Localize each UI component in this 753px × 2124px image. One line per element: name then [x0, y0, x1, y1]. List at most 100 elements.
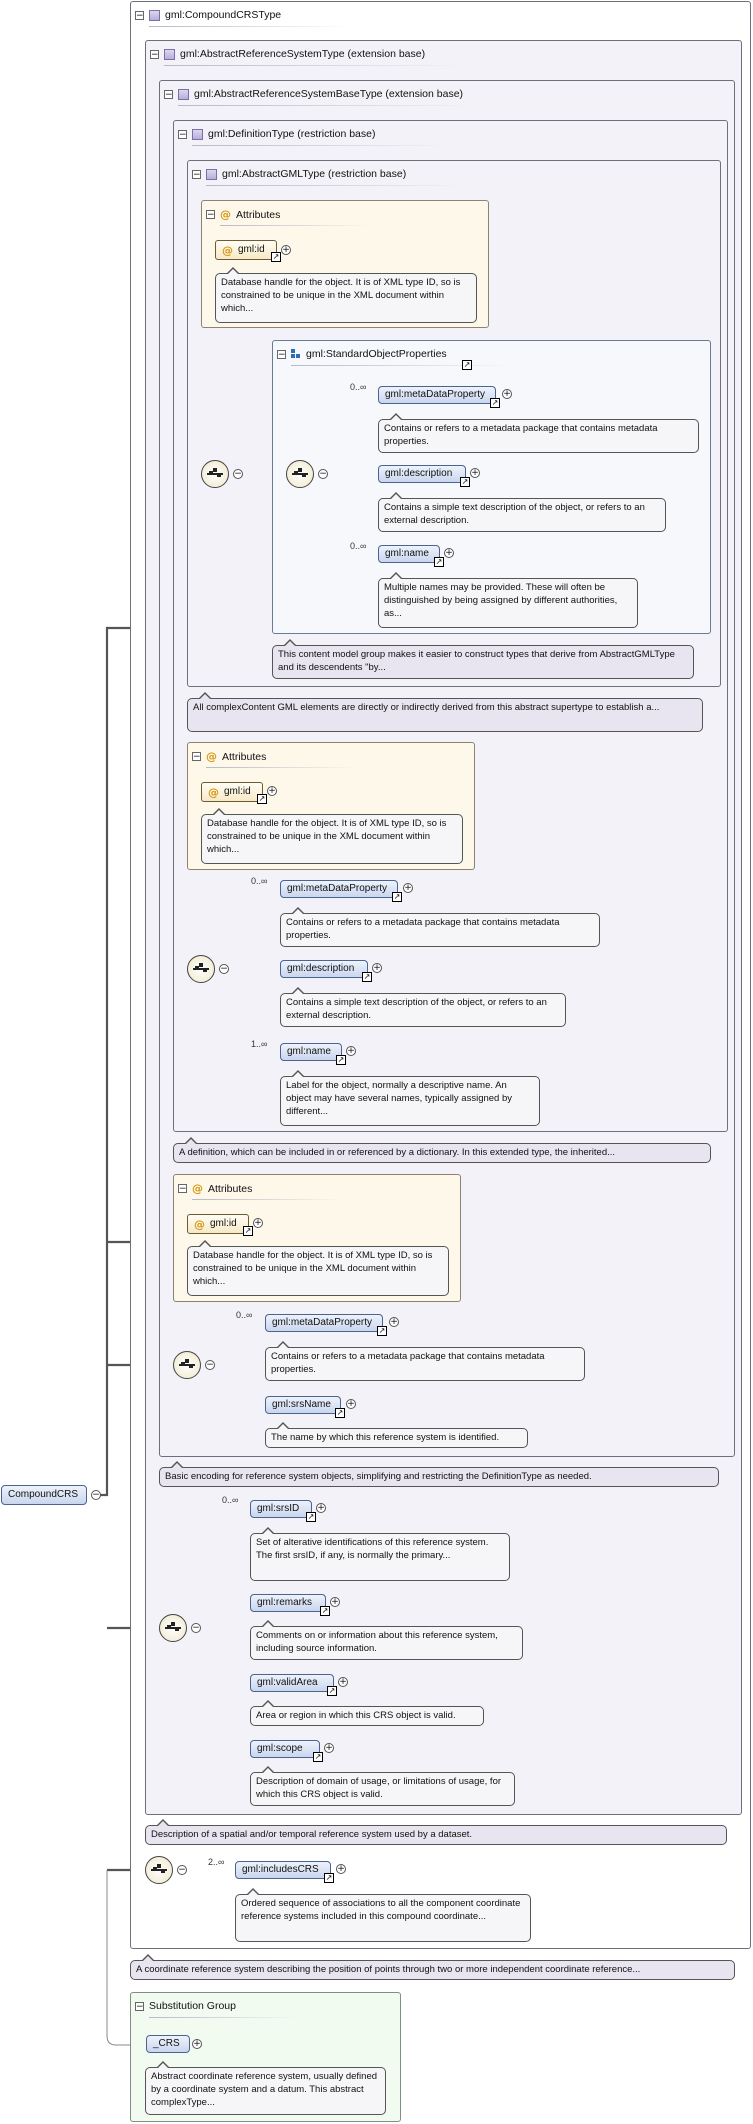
collapse-toggle[interactable]: − — [178, 1184, 187, 1194]
occurrence-label: 0..∞ — [236, 1310, 253, 1320]
expand-icon[interactable]: + — [502, 389, 512, 399]
element-crs[interactable]: _CRS — [146, 2035, 190, 2053]
collapse-toggle[interactable]: − — [192, 752, 201, 762]
sequence-compositor-icon[interactable] — [145, 1856, 173, 1884]
annotation-text: Description of domain of usage, or limit… — [256, 1776, 502, 1800]
complex-type-icon — [149, 9, 160, 21]
link-icon[interactable]: ↗ — [462, 360, 472, 370]
element-scope[interactable]: gml:scope — [250, 1740, 320, 1758]
expand-icon[interactable]: + — [324, 1743, 334, 1753]
sequence-compositor-icon[interactable] — [286, 460, 314, 488]
expand-icon[interactable]: + — [389, 1317, 399, 1327]
expand-icon[interactable]: + — [316, 1503, 326, 1513]
collapse-toggle[interactable]: − — [135, 2001, 144, 2012]
collapse-toggle[interactable]: − — [206, 210, 215, 220]
expand-icon[interactable]: + — [470, 468, 480, 478]
collapse-toggle[interactable]: − — [135, 10, 144, 21]
link-icon[interactable]: ↗ — [336, 1055, 346, 1065]
expand-icon[interactable]: + — [330, 1597, 340, 1607]
annotation-text: Database handle for the object. It is of… — [207, 818, 447, 855]
attribute-gml-id[interactable]: @ gml:id — [201, 782, 263, 802]
collapse-toggle[interactable]: − — [219, 964, 229, 974]
sequence-compositor-icon[interactable] — [159, 1614, 187, 1642]
attribute-icon: @ — [220, 208, 231, 221]
annotation-text: Contains or refers to a metadata package… — [384, 423, 658, 447]
type-title: gml:AbstractReferenceSystemType (extensi… — [180, 48, 426, 60]
occurrence-label: 2..∞ — [208, 1857, 225, 1867]
annotation: Contains a simple text description of th… — [280, 987, 566, 1027]
complex-type-icon — [164, 48, 175, 60]
link-icon[interactable]: ↗ — [377, 1326, 387, 1336]
annotation: Set of alterative identifications of thi… — [250, 1527, 510, 1581]
annotation: Description of domain of usage, or limit… — [250, 1766, 515, 1806]
collapse-toggle[interactable]: − — [191, 1623, 201, 1633]
element-includes-crs[interactable]: gml:includesCRS — [235, 1861, 331, 1879]
sequence-compositor-icon[interactable] — [201, 460, 229, 488]
link-icon[interactable]: ↗ — [392, 892, 402, 902]
expand-icon[interactable]: + — [253, 1218, 263, 1228]
element-srs-id[interactable]: gml:srsID — [250, 1500, 312, 1518]
sequence-compositor-icon[interactable] — [187, 955, 215, 983]
annotation-text: Contains a simple text description of th… — [286, 997, 547, 1021]
element-description[interactable]: gml:description — [378, 465, 466, 483]
expand-icon[interactable]: + — [403, 883, 413, 893]
element-meta-data-property[interactable]: gml:metaDataProperty — [265, 1314, 383, 1332]
attribute-gml-id[interactable]: @ gml:id — [215, 240, 277, 260]
element-valid-area[interactable]: gml:validArea — [250, 1674, 334, 1692]
element-meta-data-property[interactable]: gml:metaDataProperty — [378, 386, 496, 404]
expand-icon[interactable]: + — [346, 1399, 356, 1409]
sequence-compositor-icon[interactable] — [173, 1351, 201, 1379]
expand-icon[interactable]: + — [267, 786, 277, 796]
occurrence-label: 0..∞ — [251, 876, 268, 886]
attribute-icon: @ — [192, 1182, 203, 1195]
attribute-gml-id[interactable]: @ gml:id — [187, 1214, 249, 1234]
annotation: A definition, which can be included in o… — [173, 1137, 711, 1163]
annotation-text: Label for the object, normally a descrip… — [286, 1080, 513, 1117]
collapse-toggle[interactable]: − — [192, 169, 201, 180]
type-title: gml:AbstractGMLType (restriction base) — [222, 168, 407, 180]
root-collapse-toggle[interactable]: − — [91, 1490, 101, 1500]
element-remarks[interactable]: gml:remarks — [250, 1594, 326, 1612]
expand-icon[interactable]: + — [336, 1864, 346, 1874]
expand-icon[interactable]: + — [444, 548, 454, 558]
root-element-compoundcrs[interactable]: CompoundCRS — [1, 1485, 87, 1505]
annotation: Abstract coordinate reference system, us… — [145, 2061, 386, 2115]
link-icon[interactable]: ↗ — [306, 1512, 316, 1522]
link-icon[interactable]: ↗ — [243, 1226, 253, 1236]
element-srs-name[interactable]: gml:srsName — [265, 1396, 341, 1414]
annotation: Database handle for the object. It is of… — [187, 1240, 449, 1296]
element-name[interactable]: gml:name — [378, 545, 440, 563]
link-icon[interactable]: ↗ — [362, 972, 372, 982]
link-icon[interactable]: ↗ — [460, 477, 470, 487]
link-icon[interactable]: ↗ — [271, 252, 281, 262]
link-icon[interactable]: ↗ — [324, 1873, 334, 1883]
expand-icon[interactable]: + — [338, 1677, 348, 1687]
element-description[interactable]: gml:description — [280, 960, 368, 978]
collapse-toggle[interactable]: − — [177, 1865, 187, 1875]
collapse-toggle[interactable]: − — [233, 469, 243, 479]
collapse-toggle[interactable]: − — [205, 1360, 215, 1370]
collapse-toggle[interactable]: − — [277, 349, 286, 360]
collapse-toggle[interactable]: − — [150, 49, 159, 60]
expand-icon[interactable]: + — [192, 2039, 202, 2049]
element-name[interactable]: gml:name — [280, 1043, 342, 1061]
expand-icon[interactable]: + — [372, 963, 382, 973]
link-icon[interactable]: ↗ — [490, 398, 500, 408]
annotation-text: Contains a simple text description of th… — [384, 502, 645, 526]
link-icon[interactable]: ↗ — [313, 1752, 323, 1762]
annotation: Database handle for the object. It is of… — [215, 267, 477, 323]
element-label: gml:validArea — [257, 1677, 318, 1688]
collapse-toggle[interactable]: − — [164, 89, 173, 100]
collapse-toggle[interactable]: − — [318, 469, 328, 479]
link-icon[interactable]: ↗ — [257, 794, 267, 804]
collapse-toggle[interactable]: − — [178, 129, 187, 140]
link-icon[interactable]: ↗ — [327, 1686, 337, 1696]
attribute-label: gml:id — [238, 244, 265, 255]
expand-icon[interactable]: + — [281, 245, 291, 255]
element-label: gml:scope — [257, 1743, 303, 1754]
link-icon[interactable]: ↗ — [320, 1606, 330, 1616]
element-meta-data-property[interactable]: gml:metaDataProperty — [280, 880, 398, 898]
expand-icon[interactable]: + — [346, 1046, 356, 1056]
link-icon[interactable]: ↗ — [335, 1408, 345, 1418]
link-icon[interactable]: ↗ — [434, 557, 444, 567]
